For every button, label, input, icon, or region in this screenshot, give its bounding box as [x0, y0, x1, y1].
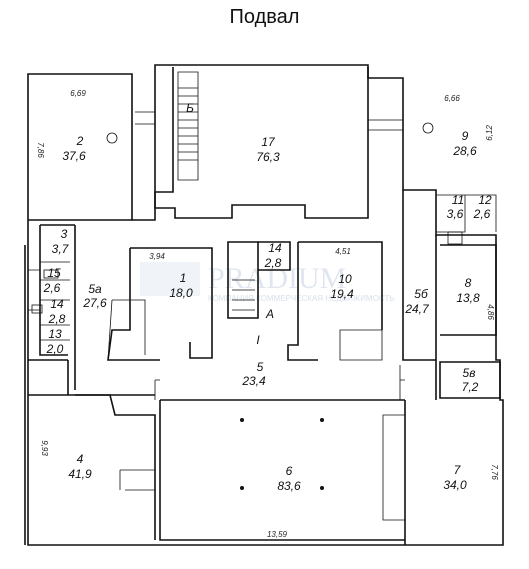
dim-label: 9,93 — [40, 440, 49, 456]
watermark: PRADIUM КОМПАНИЯ КОММЕРЧЕСКАЯ НЕДВИЖИМОС… — [140, 262, 395, 303]
center-rooms — [107, 241, 383, 361]
section-label: I — [256, 333, 260, 347]
room-number-5v: 5в — [463, 366, 476, 380]
room-number-5b: 5б — [414, 287, 429, 301]
room-area-9: 28,6 — [452, 144, 477, 158]
fixture-circle — [422, 122, 434, 134]
room-area-14: 2,8 — [48, 312, 66, 326]
room-number-3: 3 — [61, 227, 68, 241]
room-area-17: 76,3 — [256, 150, 280, 164]
fixture-sink — [43, 269, 59, 279]
right-rooms — [402, 190, 501, 400]
fixture-sink — [31, 304, 43, 314]
dim-label: 6,12 — [485, 125, 494, 141]
room-number-11: 11 — [452, 193, 464, 207]
room-labels: 2 37,6 17 76,3 9 28,6 3 3,7 15 2,6 14 2,… — [43, 129, 492, 493]
room-area-15: 2,6 — [43, 281, 61, 295]
room-number-5: 5 — [257, 360, 264, 374]
dim-label: 6,66 — [444, 94, 460, 103]
room-area-3: 3,7 — [52, 242, 70, 256]
room-area-11: 3,6 — [447, 207, 464, 221]
dimension-labels: 6,69 7,86 6,66 6,12 3,94 4,51 4,86 9,93 … — [36, 89, 499, 539]
stair-b-label: Б — [186, 101, 194, 115]
room-area-1: 18,0 — [169, 286, 193, 300]
room-number-17: 17 — [261, 135, 276, 149]
bottom-rooms — [75, 365, 406, 545]
room-number-8: 8 — [465, 276, 472, 290]
dim-label: 13,59 — [267, 530, 288, 539]
room-number-7: 7 — [454, 463, 462, 477]
room-number-12: 12 — [478, 193, 492, 207]
room-number-13: 13 — [48, 327, 62, 341]
outer-walls — [24, 64, 504, 546]
room-number-5a: 5а — [88, 282, 102, 296]
watermark-text: PRADIUM — [208, 262, 346, 295]
room-area-2: 37,6 — [62, 149, 86, 163]
room-number-10: 10 — [338, 272, 352, 286]
fixture-sink — [447, 231, 463, 245]
room-area-5a: 27,6 — [82, 296, 107, 310]
fixtures — [31, 122, 463, 490]
room-area-5v: 7,2 — [462, 380, 479, 394]
room-area-5b: 24,7 — [404, 302, 430, 316]
room-number-1: 1 — [180, 271, 187, 285]
dim-label: 3,94 — [149, 252, 165, 261]
room-number-2: 2 — [76, 134, 84, 148]
room-number-4: 4 — [77, 452, 84, 466]
room-area-16: 2,8 — [264, 256, 282, 270]
dim-label: 7,76 — [490, 464, 499, 480]
dim-label: 4,51 — [335, 247, 351, 256]
room-area-4: 41,9 — [68, 467, 92, 481]
dim-label: 4,86 — [486, 304, 495, 320]
room-number-6: 6 — [286, 464, 293, 478]
room-area-12: 2,6 — [473, 207, 491, 221]
room-area-5: 23,4 — [241, 374, 266, 388]
plan-title: Подвал — [229, 6, 300, 28]
room-area-7: 34,0 — [443, 478, 467, 492]
dim-label: 6,69 — [70, 89, 86, 98]
room-number-15: 15 — [47, 266, 61, 280]
dim-label: 7,86 — [36, 142, 45, 158]
room-number-9: 9 — [462, 129, 469, 143]
fixture-circle — [106, 132, 118, 144]
room-area-8: 13,8 — [456, 291, 480, 305]
room-17-outline — [135, 67, 403, 219]
room-number-14: 14 — [50, 297, 64, 311]
room-area-10: 19,4 — [330, 287, 354, 301]
stair-a-label: А — [265, 307, 274, 321]
room-area-13: 2,0 — [46, 342, 64, 356]
room-number-16: 14 — [268, 241, 282, 255]
watermark-subtitle: КОМПАНИЯ КОММЕРЧЕСКАЯ НЕДВИЖИМОСТЬ — [208, 294, 395, 303]
room-area-6: 83,6 — [277, 479, 301, 493]
